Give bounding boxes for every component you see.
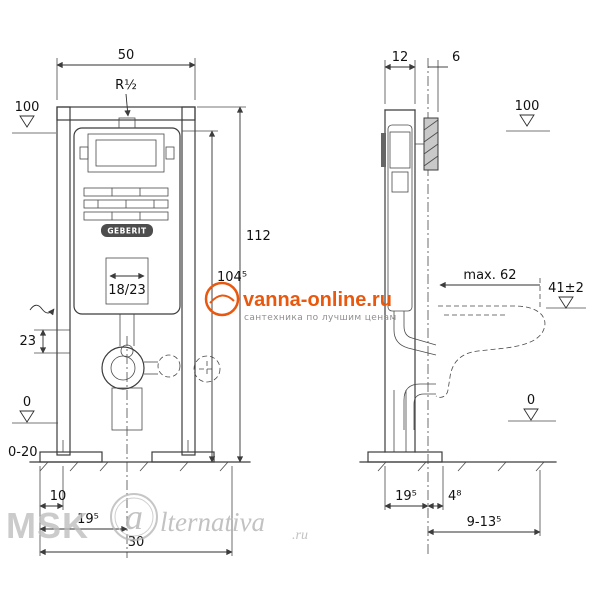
side-view: 12 6 100 max. 62 41±2 0 [359, 50, 586, 556]
vanna-logo-wave-icon [209, 294, 235, 304]
cistern-profile [387, 124, 413, 312]
left-foot-plate [39, 451, 103, 463]
watermark-msk-text: MSK [6, 505, 89, 546]
dim-foot-label: 19⁵ [395, 489, 417, 504]
alternativa-script-text: lternativa [160, 507, 265, 537]
brand-plate-label: GEBERIT [107, 227, 147, 236]
level-100-triangle-side [519, 114, 535, 127]
flush-pipe-outer [393, 311, 437, 356]
protection-plate [83, 187, 169, 221]
floor-range-label: 0-20 [8, 445, 38, 460]
dim-inner-height-label: 104⁵ [217, 270, 247, 285]
dim-outlet-side-label: 30 [128, 535, 145, 550]
watermark-tagline-text: сантехника по лучшим ценам [244, 313, 397, 323]
dim-width-label: 50 [118, 48, 135, 63]
alt-outlet-dashed [157, 354, 181, 378]
water-inlet-fitting [118, 117, 136, 129]
dim-wall-label: 4⁸ [448, 489, 461, 504]
watermark-alternativa: MSK a lternativa .ru [6, 493, 308, 546]
dim-flush-pipe-label: 18/23 [108, 283, 145, 298]
watermark-vanna-online: vanna-online.ru сантехника по лучшим цен… [204, 281, 397, 323]
level-zero-triangle-side [523, 408, 539, 421]
wall-bracket-dashed [193, 355, 221, 383]
dim-foot-offset-label: 10 [50, 489, 67, 504]
vanna-logo-icon [204, 281, 240, 317]
alternativa-circle-inner-icon [114, 497, 154, 537]
front-view: GEBERIT 18/23 23 0 [8, 48, 271, 558]
foot-plate-side [367, 451, 443, 463]
level-100-label-side: 100 [515, 99, 540, 114]
frame-left-rail [56, 106, 71, 456]
dim-outlet-center-label: 19⁵ [77, 512, 99, 527]
dim-max-depth-label: max. 62 [463, 268, 516, 283]
dim-rail-label: 6 [452, 50, 460, 65]
frame-right-rail [181, 106, 196, 456]
level-zero-label-side: 0 [527, 393, 535, 408]
watermark-brand-text: vanna-online.ru [243, 289, 392, 311]
alternativa-suffix-text: .ru [292, 528, 308, 543]
flush-plate-inner [95, 139, 157, 167]
level-zero-triangle [19, 410, 35, 423]
dim-seat-height-label: 41±2 [548, 281, 584, 296]
floor-hatch-front [39, 461, 229, 472]
brand-plate [101, 224, 153, 237]
dim-inlet-label: R½ [115, 78, 137, 93]
floor-hatch-side [377, 461, 545, 472]
service-opening [105, 257, 149, 305]
dim-depth-label: 12 [392, 50, 409, 65]
dim-outlet-range-label: 9-13⁵ [467, 515, 502, 530]
wall-anchor-squiggle-arrow [29, 304, 55, 316]
alternativa-circle-icon [110, 493, 158, 541]
outlet-pipe-inner [413, 393, 436, 430]
level-100-label-front: 100 [15, 100, 40, 115]
flush-pipe-inner [403, 311, 437, 346]
alternativa-initial-text: a [125, 497, 143, 537]
wall-bracket [415, 117, 439, 171]
level-100-triangle-front [19, 115, 35, 128]
outlet-flange [101, 314, 221, 390]
level-zero-label: 0 [23, 395, 31, 410]
seat-height-triangle [558, 296, 574, 309]
flush-plate-edge [381, 133, 386, 167]
right-foot-plate [151, 451, 215, 463]
dim-total-height-label: 112 [246, 229, 271, 244]
wc-bowl-dashed [435, 305, 546, 398]
dim-left-label: 23 [19, 334, 36, 349]
outlet-pipe-outer [403, 383, 436, 430]
